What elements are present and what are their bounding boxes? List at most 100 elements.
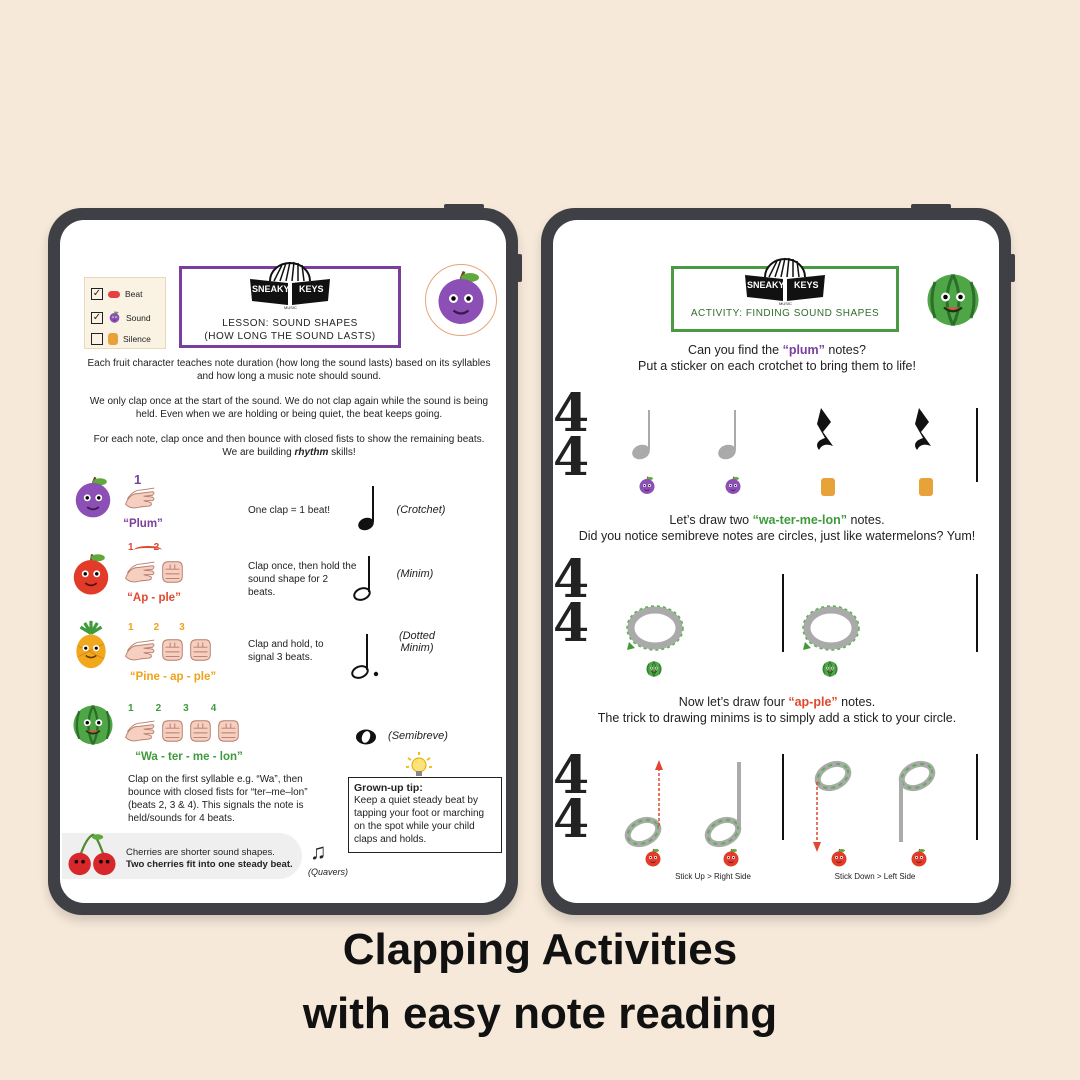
tablet-power-button[interactable]	[444, 204, 484, 209]
caption-line2: with easy note reading	[302, 989, 778, 1038]
lesson-screen: ✓ Beat ✓ Sound Silence	[60, 220, 506, 903]
intro-paragraph-2: We only clap once at the start of the so…	[89, 396, 489, 420]
bulb-icon	[404, 750, 434, 780]
minim-stick-down-guide	[813, 760, 852, 852]
minim-stick-down-guide	[898, 760, 936, 842]
stick-down-hint: Stick Down > Left Side	[834, 872, 916, 881]
rhythm-emphasis: rhythm	[294, 447, 329, 458]
checked-box-icon: ✓	[91, 311, 103, 324]
clap-counts-pineapple: 1 2 3	[128, 622, 185, 633]
plum-label: “Plum”	[123, 518, 163, 530]
tip-body: Keep a quiet steady beat by tapping your…	[354, 795, 485, 845]
crotchet-description: One clap = 1 beat!	[248, 505, 331, 516]
pineapple-label: “Pine - ap - ple”	[129, 671, 217, 683]
logo-word-keys: KEYS	[794, 280, 819, 290]
apple-sticker-icon	[829, 848, 849, 868]
time-signature-top: 4	[553, 383, 590, 444]
q3-emphasis: “ap-ple”	[788, 695, 838, 709]
grey-crotchet-note	[718, 410, 736, 460]
empty-box-icon	[91, 333, 103, 345]
apple-character-icon	[68, 552, 114, 598]
stick-up-hint: Stick Up > Right Side	[675, 872, 751, 881]
silence-character-icon	[821, 478, 835, 496]
apple-sticker-icon	[909, 848, 929, 868]
beat-count: 3	[183, 703, 189, 714]
clapping-hands-icon	[122, 717, 158, 745]
fist-icon	[158, 558, 186, 586]
beat-count: 4	[210, 703, 217, 714]
time-signature-bottom: 4	[553, 593, 590, 654]
crotchet-rest-icon	[817, 408, 833, 450]
clapping-hands-icon	[122, 558, 158, 586]
watermelon-character-icon	[70, 702, 116, 748]
q2-line2: Did you notice semibreve notes are circl…	[578, 529, 976, 543]
cherries-character-icon	[64, 832, 120, 878]
activity-screen: SNEAKY KEYS MUSIC ACTIVITY: FINDING SOUN…	[553, 220, 999, 903]
watermelon-description: Clap on the first syllable e.g. “Wa”, th…	[128, 774, 308, 824]
semibreve-tracing-guide	[802, 605, 860, 651]
sneaky-keys-logo: SNEAKY KEYS MUSIC	[248, 259, 332, 313]
logo-word-keys: KEYS	[299, 284, 324, 294]
crotchet-note-icon	[358, 486, 374, 531]
dotted-minim-description: Clap and hold, to signal 3 beats.	[248, 639, 324, 663]
q2-post: notes.	[847, 513, 885, 527]
watermelon-sticker-icon	[821, 660, 839, 678]
quavers-note-icon: ♫	[310, 839, 327, 864]
intro-paragraph-3: For each note, clap once and then bounce…	[86, 433, 492, 459]
activity-title-box: SNEAKY KEYS MUSIC ACTIVITY: FINDING SOUN…	[671, 257, 899, 332]
watermelon-label: “Wa - ter - me - lon”	[135, 751, 243, 763]
cherries-text: Cherries are shorter sound shapes. Two c…	[126, 847, 293, 871]
clap-count: 1	[134, 472, 142, 487]
tablet-power-button[interactable]	[911, 204, 951, 209]
grey-crotchet-note	[632, 410, 650, 460]
q1-emphasis: “plum”	[782, 343, 825, 357]
lesson-title-line1: LESSON: SOUND SHAPES	[222, 318, 358, 329]
apple-sticker-icon	[721, 848, 741, 868]
tablet-volume-button[interactable]	[1010, 254, 1015, 282]
lips-icon	[108, 290, 120, 298]
staff-bar-1	[632, 408, 978, 482]
silent-character-icon	[108, 333, 118, 345]
q2-pre: Let’s draw two	[669, 513, 753, 527]
tablet-volume-button[interactable]	[517, 254, 522, 282]
sneaky-keys-logo: SNEAKY KEYS MUSIC	[743, 255, 827, 309]
pineapple-character-icon	[70, 620, 112, 670]
q1-line2: Put a sticker on each crotchet to bring …	[638, 359, 916, 373]
apple-question: Now let’s draw four “ap-ple” notes. The …	[557, 694, 997, 726]
beat-count: 2	[153, 622, 160, 633]
beat-count: 1	[128, 542, 134, 553]
grown-up-tip-box: Grown-up tip: Keep a quiet steady beat b…	[348, 777, 502, 853]
intro-paragraph-3-text: For each note, clap once and then bounce…	[93, 434, 485, 458]
caption-line1: Clapping Activities	[342, 925, 738, 974]
watermelon-mascot-icon	[923, 270, 983, 330]
watermelon-sticker-icon	[645, 660, 663, 678]
checklist-item-silence: Silence	[91, 333, 151, 345]
beat-count: 2	[155, 703, 162, 714]
silence-character-icon	[919, 478, 933, 496]
intro-paragraph-3-tail: skills!	[331, 447, 356, 458]
minim-note-icon	[353, 556, 371, 601]
fist-icon	[186, 717, 214, 745]
activity-tablet: SNEAKY KEYS MUSIC ACTIVITY: FINDING SOUN…	[541, 204, 1015, 915]
activity-title: ACTIVITY: FINDING SOUND SHAPES	[690, 308, 880, 319]
tip-title: Grown-up tip:	[354, 782, 423, 794]
dotted-minim-name: (Dotted Minim)	[398, 630, 436, 654]
apple-label: “Ap - ple”	[127, 592, 181, 604]
checklist-item-sound: ✓ Sound	[91, 311, 151, 324]
beat-count: 3	[179, 622, 185, 633]
clapping-hands-icon	[122, 636, 158, 664]
checklist-item-beat: ✓ Beat	[91, 288, 143, 300]
time-signature-bottom: 4	[553, 427, 590, 488]
fist-icon	[158, 636, 186, 664]
staff-bar-3	[624, 754, 978, 852]
semibreve-tracing-guide	[626, 605, 684, 651]
q1-post: notes?	[824, 343, 866, 357]
time-signature-top: 4	[553, 549, 590, 610]
crotchet-name: (Crotchet)	[396, 504, 446, 516]
clap-counts-watermelon: 1 2 3 4	[128, 703, 216, 714]
logo-word-sneaky: SNEAKY	[747, 280, 785, 290]
lesson-title-line2: (HOW LONG THE SOUND LASTS)	[204, 331, 376, 342]
plum-mascot-circle	[425, 264, 497, 336]
minim-description: Clap once, then hold the sound shape for…	[248, 561, 357, 598]
logo-word-sneaky: SNEAKY	[252, 284, 290, 294]
